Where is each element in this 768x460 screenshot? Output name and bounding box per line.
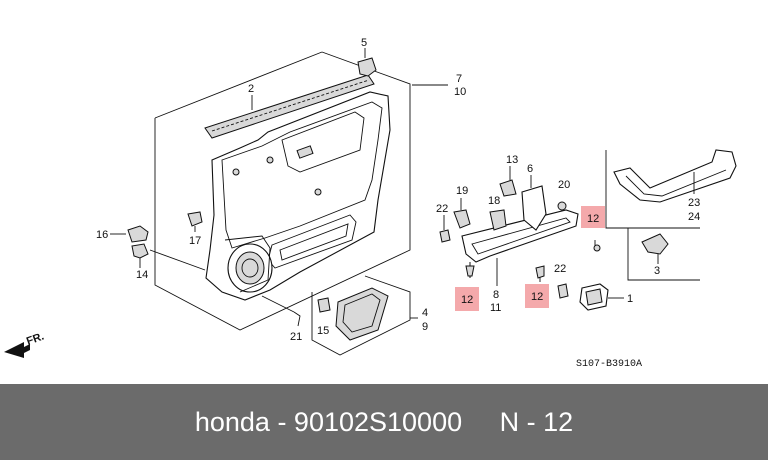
- callout-11: 11: [490, 302, 501, 314]
- parts-diagram: 5 2 7 10 16 14 17 15 4 9 21 FR. 19 13 18…: [4, 37, 737, 370]
- pull-handle-8: [461, 209, 579, 263]
- clip-part-19: [453, 209, 471, 229]
- assembly-outline-top: [154, 51, 323, 119]
- screw-part-21: [293, 311, 301, 327]
- door-lining-window: [281, 111, 365, 173]
- highlighted-callout-12-a: 12: [581, 206, 605, 228]
- clip-part-22-left: [439, 229, 451, 243]
- part-number-footer: honda - 90102S10000 N - 12: [0, 384, 768, 460]
- clip-part-16: [127, 225, 149, 243]
- callout-12-c: 12: [531, 291, 543, 303]
- callout-5: 5: [361, 37, 367, 49]
- bracket-part-6: [521, 185, 547, 231]
- grab-handle-part-23: [613, 149, 737, 203]
- highlighted-callout-12-b: 12: [455, 287, 479, 311]
- callout-1: 1: [627, 293, 633, 305]
- callout-24: 24: [688, 211, 700, 223]
- callout-21: 21: [290, 331, 302, 343]
- callout-18: 18: [488, 195, 500, 207]
- highlighted-callout-12-c: 12: [525, 284, 549, 308]
- callout-12-b: 12: [461, 294, 473, 306]
- trim-strip: [204, 74, 375, 139]
- callout-22-right: 22: [554, 263, 566, 275]
- callout-17: 17: [189, 235, 201, 247]
- clip-part-15: [317, 297, 331, 313]
- pocket-outline: [311, 275, 411, 356]
- callout-16: 16: [96, 229, 108, 241]
- cover-outline: [627, 228, 700, 281]
- callout-7: 7: [456, 73, 462, 85]
- clip-part-5: [357, 57, 377, 77]
- callout-12-a: 12: [587, 213, 599, 225]
- callout-19: 19: [456, 185, 468, 197]
- callout-13: 13: [506, 154, 518, 166]
- callout-15: 15: [317, 325, 329, 337]
- callout-4: 4: [422, 307, 428, 319]
- callout-10: 10: [454, 86, 466, 98]
- parts-diagram-svg: 5 2 7 10 16 14 17 15 4 9 21 FR. 19 13 18…: [4, 37, 737, 370]
- callout-2: 2: [248, 83, 254, 95]
- callout-8: 8: [493, 289, 499, 301]
- grommet-part-14: [131, 243, 149, 259]
- callout-23: 23: [688, 197, 700, 209]
- clip-part-17: [187, 211, 203, 227]
- assembly-outline: [154, 51, 411, 331]
- callout-9: 9: [422, 321, 428, 333]
- callout-3: 3: [654, 265, 660, 277]
- front-direction-arrow: FR.: [4, 330, 46, 358]
- screw-part-12-left: [465, 265, 475, 277]
- door-lining-inner: [221, 101, 383, 249]
- clip-part-22-right: [557, 283, 569, 299]
- screw-part-12-right: [593, 244, 601, 252]
- clip-part-13: [499, 179, 517, 197]
- pocket-part-4: [335, 287, 389, 341]
- clip-part-18: [489, 209, 507, 231]
- footer-text: honda - 90102S10000 N - 12: [194, 406, 574, 437]
- direction-label: FR.: [25, 330, 46, 347]
- callout-20: 20: [558, 179, 570, 191]
- callout-6: 6: [527, 163, 533, 175]
- screw-part-12-middle: [535, 265, 545, 279]
- diagram-code: S107-B3910A: [576, 359, 642, 370]
- cover-part-3: [641, 233, 669, 255]
- screw-part-20: [557, 201, 567, 211]
- callout-22-left: 22: [436, 203, 448, 215]
- grab-handle-outline: [605, 150, 700, 229]
- callout-14: 14: [136, 269, 148, 281]
